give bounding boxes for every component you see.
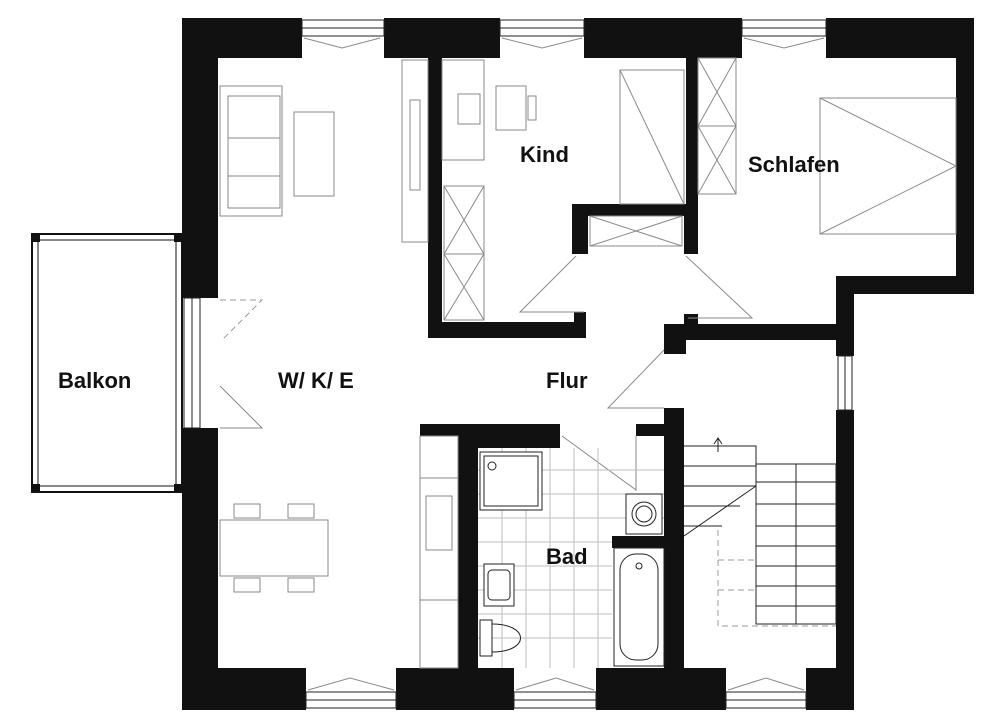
exterior-walls [182, 18, 974, 710]
bed-icon [819, 97, 958, 235]
kitchen-counter-icon [419, 435, 459, 669]
shower-icon [479, 451, 543, 511]
balcony [31, 233, 183, 493]
room-label-bad: Bad [546, 544, 588, 569]
window-icon [183, 19, 853, 709]
room-label-balkon: Balkon [58, 368, 131, 393]
washing-machine-icon [625, 493, 663, 535]
toilet-icon [479, 619, 521, 657]
wardrobe-icon [697, 57, 737, 195]
wardrobe-niche-icon [589, 215, 683, 247]
bed-icon [619, 69, 685, 205]
bathtub-icon [613, 547, 665, 667]
room-label-schlafen: Schlafen [748, 152, 840, 177]
interior-walls [420, 58, 836, 670]
sofa-icon [219, 85, 283, 217]
room-label-flur: Flur [546, 368, 588, 393]
tv-cabinet-icon [401, 59, 429, 243]
door-swing-icon [219, 255, 754, 491]
room-label-kind: Kind [520, 142, 569, 167]
wardrobe-icon [443, 185, 485, 321]
sink-icon [483, 563, 515, 607]
desk-icon [441, 59, 537, 161]
coffee-table-icon [293, 111, 335, 197]
staircase-icon [683, 437, 837, 627]
dining-table-icon [219, 503, 329, 593]
room-label-wke: W/ K/ E [278, 368, 354, 393]
